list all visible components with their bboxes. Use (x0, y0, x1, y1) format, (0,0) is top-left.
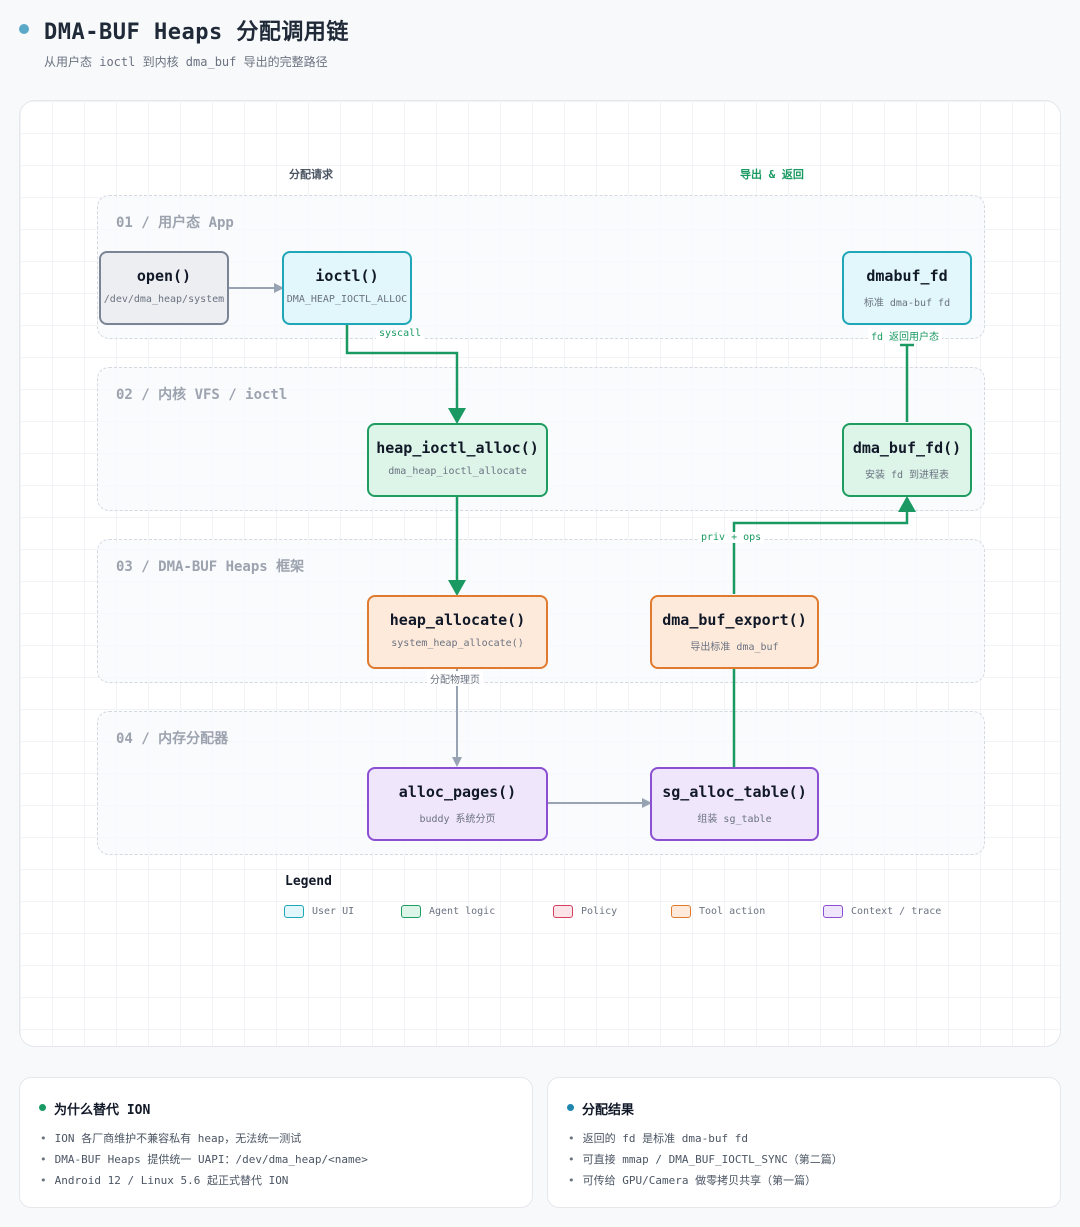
legend-label: Agent logic (429, 905, 496, 917)
node-heap-ioctl-alloc[interactable]: heap_ioctl_alloc() dma_heap_ioctl_alloca… (367, 423, 548, 497)
legend-label: User UI (312, 905, 355, 917)
info-card-allocation-result: 分配结果 返回的 fd 是标准 dma-buf fd 可直接 mmap / DM… (547, 1077, 1061, 1208)
legend-swatch (284, 904, 304, 918)
legend-item-tool-action: Tool action (671, 904, 765, 918)
diagram-canvas: 分配请求 导出 & 返回 01 / 用户态 App 02 / 内核 VFS / … (19, 100, 1061, 1047)
info-list: ION 各厂商维护不兼容私有 heap，无法统一测试 DMA-BUF Heaps… (40, 1128, 368, 1191)
list-item: 返回的 fd 是标准 dma-buf fd (568, 1128, 843, 1149)
list-item: DMA-BUF Heaps 提供统一 UAPI：/dev/dma_heap/<n… (40, 1149, 368, 1170)
legend-item-context-trace: Context / trace (823, 904, 941, 918)
list-item: 可传给 GPU/Camera 做零拷贝共享（第一篇） (568, 1170, 843, 1191)
legend-swatch (553, 904, 573, 918)
node-title: sg_alloc_table() (662, 783, 807, 801)
node-dmabuf-fd[interactable]: dmabuf_fd 标准 dma-buf fd (842, 251, 972, 325)
legend-label: Context / trace (851, 905, 942, 917)
lane-title: 03 / DMA-BUF Heaps 框架 (116, 559, 305, 575)
legend-swatch (823, 904, 843, 918)
node-dma-buf-export[interactable]: dma_buf_export() 导出标准 dma_buf (650, 595, 819, 669)
node-subtitle: /dev/dma_heap/system (103, 294, 225, 305)
edge-dma-buf-export-to-dma-buf-fd (732, 496, 916, 594)
title-bullet-icon (19, 24, 29, 34)
node-title: heap_allocate() (389, 611, 526, 629)
page-title: DMA-BUF Heaps 分配调用链 (44, 20, 349, 45)
node-open[interactable]: open() /dev/dma_heap/system (99, 251, 229, 325)
node-title: dma_buf_fd() (852, 439, 962, 457)
legend-item-user-ui: User UI (284, 904, 354, 918)
node-title: alloc_pages() (398, 783, 517, 801)
info-card-why-replace-ion: 为什么替代 ION ION 各厂商维护不兼容私有 heap，无法统一测试 DMA… (19, 1077, 533, 1208)
edge-label-alloc-pages: 分配物理页 (427, 671, 483, 686)
bullet-dot-icon (567, 1104, 574, 1111)
node-title: ioctl() (315, 267, 379, 285)
node-heap-allocate[interactable]: heap_allocate() system_heap_allocate() (367, 595, 548, 669)
edge-label-fd-return: fd 返回用户态 (868, 328, 943, 343)
node-alloc-pages[interactable]: alloc_pages() buddy 系统分页 (367, 767, 548, 841)
legend-item-policy: Policy (553, 904, 617, 918)
node-dma-buf-fd[interactable]: dma_buf_fd() 安装 fd 到进程表 (842, 423, 972, 497)
column-label-return: 导出 & 返回 (740, 168, 804, 181)
node-subtitle: dma_heap_ioctl_allocate (388, 466, 527, 477)
node-subtitle: 标准 dma-buf fd (863, 298, 951, 309)
node-title: dmabuf_fd (866, 267, 948, 285)
legend-swatch (401, 904, 421, 918)
node-sg-alloc-table[interactable]: sg_alloc_table() 组装 sg_table (650, 767, 819, 841)
page-subtitle: 从用户态 ioctl 到内核 dma_buf 导出的完整路径 (44, 55, 328, 69)
node-title: heap_ioctl_alloc() (376, 439, 539, 457)
legend-item-agent-logic: Agent logic (401, 904, 495, 918)
info-card-title: 分配结果 (582, 1103, 635, 1118)
node-ioctl[interactable]: ioctl() DMA_HEAP_IOCTL_ALLOC (282, 251, 412, 325)
node-subtitle: system_heap_allocate() (391, 638, 524, 649)
info-card-title: 为什么替代 ION (54, 1103, 151, 1118)
info-list: 返回的 fd 是标准 dma-buf fd 可直接 mmap / DMA_BUF… (568, 1128, 843, 1191)
node-subtitle: buddy 系统分页 (419, 814, 496, 825)
node-subtitle: 安装 fd 到进程表 (864, 470, 950, 481)
legend-label: Policy (581, 905, 618, 917)
legend-title: Legend (285, 874, 332, 889)
node-subtitle: 导出标准 dma_buf (690, 642, 779, 653)
node-title: dma_buf_export() (662, 611, 807, 629)
list-item: 可直接 mmap / DMA_BUF_IOCTL_SYNC（第二篇） (568, 1149, 843, 1170)
lane-title: 02 / 内核 VFS / ioctl (116, 387, 288, 403)
node-title: open() (136, 267, 192, 285)
lane-title: 04 / 内存分配器 (116, 731, 229, 747)
edge-label-syscall: syscall (376, 328, 425, 339)
lane-user-space: 01 / 用户态 App (97, 195, 985, 339)
bullet-dot-icon (39, 1104, 46, 1111)
legend-label: Tool action (699, 905, 766, 917)
node-subtitle: 组装 sg_table (697, 814, 772, 825)
legend-swatch (671, 904, 691, 918)
list-item: Android 12 / Linux 5.6 起正式替代 ION (40, 1170, 368, 1191)
edge-ioctl-to-heap-ioctl-alloc (345, 324, 466, 424)
column-label-request: 分配请求 (289, 168, 333, 181)
node-subtitle: DMA_HEAP_IOCTL_ALLOC (286, 294, 408, 305)
list-item: ION 各厂商维护不兼容私有 heap，无法统一测试 (40, 1128, 368, 1149)
lane-title: 01 / 用户态 App (116, 215, 234, 231)
edge-label-priv-ops: priv + ops (698, 532, 765, 543)
